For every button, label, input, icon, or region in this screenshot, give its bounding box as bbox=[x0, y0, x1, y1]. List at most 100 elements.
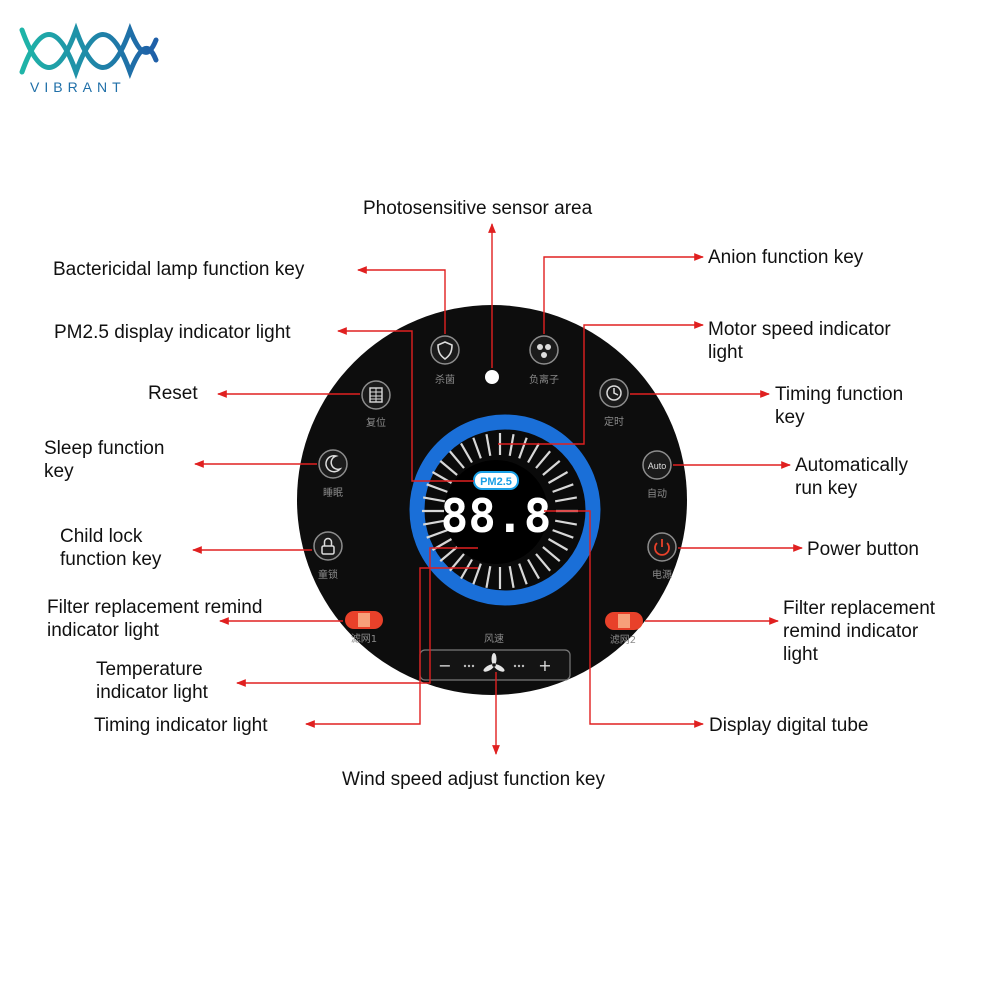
label-timing-indicator: Timing indicator light bbox=[94, 715, 268, 736]
label-bactericidal: Bactericidal lamp function key bbox=[53, 259, 305, 280]
label-child-lock-line1: Child lock bbox=[60, 526, 143, 547]
label-pm25: PM2.5 display indicator light bbox=[54, 322, 291, 343]
leader-digital-tube bbox=[544, 510, 704, 728]
speed-tick-segment bbox=[527, 442, 540, 464]
pm25-badge-text: PM2.5 bbox=[480, 476, 512, 488]
label-anion: Anion function key bbox=[708, 247, 864, 268]
speed-tick-segment bbox=[552, 529, 574, 539]
label-auto-line1: Automatically bbox=[795, 455, 908, 476]
power-icon bbox=[654, 539, 670, 556]
label-filter-right-line3: light bbox=[783, 644, 819, 665]
speed-tick-segment bbox=[554, 519, 578, 526]
label-timing-key-line2: key bbox=[775, 407, 805, 428]
speed-tick-segment bbox=[426, 529, 448, 539]
speed-tick-segment bbox=[426, 483, 448, 493]
speed-tick-segment bbox=[535, 553, 551, 572]
speed-tick-segment bbox=[518, 437, 528, 459]
speed-tick-segment bbox=[518, 563, 528, 585]
reset-caption: 复位 bbox=[366, 416, 386, 429]
leader-bactericidal bbox=[357, 266, 446, 334]
leader-lines bbox=[192, 223, 803, 755]
wind-level-dots-left bbox=[463, 664, 475, 668]
label-photosensitive: Photosensitive sensor area bbox=[363, 198, 593, 219]
leader-motor-speed bbox=[498, 321, 704, 445]
speed-tick-segment bbox=[547, 538, 569, 551]
center-display bbox=[444, 460, 548, 564]
speed-tick-segment bbox=[449, 450, 465, 469]
wind-minus-button[interactable]: − bbox=[438, 656, 451, 675]
speed-tick-segment bbox=[485, 565, 492, 589]
power-button[interactable]: 电源 bbox=[647, 532, 677, 581]
speed-tick-segment bbox=[460, 442, 473, 464]
anion-caption: 负离子 bbox=[529, 373, 559, 386]
label-sleep-line1: Sleep function bbox=[44, 438, 164, 459]
label-motor-line2: light bbox=[708, 342, 744, 363]
speed-tick-segment bbox=[552, 483, 574, 493]
filter2-caption: 滤网2 bbox=[610, 633, 636, 646]
child-lock-button[interactable]: 童锁 bbox=[313, 531, 343, 581]
label-wind-speed: Wind speed adjust function key bbox=[342, 769, 605, 790]
clock-icon bbox=[606, 385, 622, 401]
digit-display: 88.8 bbox=[441, 489, 552, 543]
pm25-badge: PM2.5 bbox=[473, 471, 519, 490]
speed-tick-segment bbox=[542, 546, 561, 562]
speed-tick-segment bbox=[472, 563, 482, 585]
speed-tick-segment bbox=[527, 558, 540, 580]
shield-icon bbox=[437, 341, 453, 361]
auto-caption: 自动 bbox=[647, 487, 667, 500]
leader-temperature bbox=[236, 547, 478, 687]
speed-tick-segment bbox=[542, 460, 561, 476]
label-filter-left-line2: indicator light bbox=[47, 620, 160, 641]
brand-logo: VIBRANT bbox=[19, 22, 159, 95]
speed-tick-segment bbox=[554, 496, 578, 503]
speed-tick-segment bbox=[485, 433, 492, 457]
label-digital-tube: Display digital tube bbox=[709, 715, 868, 736]
wind-plus-button[interactable]: + bbox=[538, 656, 551, 675]
label-auto-line2: run key bbox=[795, 478, 858, 499]
sterilize-caption: 杀菌 bbox=[435, 373, 455, 386]
anion-icon bbox=[537, 344, 551, 358]
label-filter-right-line1: Filter replacement bbox=[783, 598, 936, 619]
sterilize-button[interactable]: 杀菌 bbox=[430, 335, 460, 386]
label-filter-left-line1: Filter replacement remind bbox=[47, 597, 262, 618]
filter1-indicator: 滤网1 bbox=[345, 611, 383, 645]
lock-icon bbox=[321, 537, 335, 555]
moon-icon bbox=[325, 454, 343, 473]
wind-level-dots-right bbox=[513, 664, 525, 668]
label-temperature-line2: indicator light bbox=[96, 682, 209, 703]
auto-button[interactable]: Auto 自动 bbox=[642, 450, 672, 500]
label-motor-line1: Motor speed indicator bbox=[708, 319, 891, 340]
filter-grid-icon bbox=[369, 387, 383, 403]
power-caption: 电源 bbox=[652, 568, 672, 581]
label-filter-right-line2: remind indicator bbox=[783, 621, 919, 642]
child-lock-caption: 童锁 bbox=[318, 568, 338, 581]
label-child-lock-line2: function key bbox=[60, 549, 162, 570]
brand-name: VIBRANT bbox=[30, 79, 126, 95]
speed-tick-segment bbox=[422, 496, 446, 503]
leader-timing-indicator bbox=[305, 567, 478, 728]
timer-caption: 定时 bbox=[604, 415, 624, 428]
sleep-button[interactable]: 睡眠 bbox=[318, 449, 348, 499]
leader-pm25 bbox=[337, 327, 474, 482]
speed-tick-segment bbox=[439, 546, 458, 562]
dna-logo-icon bbox=[19, 22, 159, 80]
label-temperature-line1: Temperature bbox=[96, 659, 203, 680]
leader-anion bbox=[543, 253, 704, 334]
speed-tick-segment bbox=[508, 433, 515, 457]
fan-icon bbox=[483, 653, 505, 672]
speed-tick-segment bbox=[547, 471, 569, 484]
wind-speed-control[interactable]: − + bbox=[419, 649, 571, 681]
anion-button[interactable]: 负离子 bbox=[529, 335, 559, 386]
label-sleep-line2: key bbox=[44, 461, 74, 482]
label-timing-key-line1: Timing function bbox=[775, 384, 903, 405]
wind-caption: 风速 bbox=[484, 633, 504, 645]
photosensor-dot bbox=[485, 370, 499, 384]
label-power: Power button bbox=[807, 539, 919, 560]
reset-button[interactable]: 复位 bbox=[361, 380, 391, 429]
timer-button[interactable]: 定时 bbox=[599, 378, 629, 428]
auto-glyph: Auto bbox=[648, 461, 667, 471]
speed-tick-segment bbox=[472, 437, 482, 459]
speed-tick-segment bbox=[535, 450, 551, 469]
label-reset: Reset bbox=[148, 383, 198, 404]
